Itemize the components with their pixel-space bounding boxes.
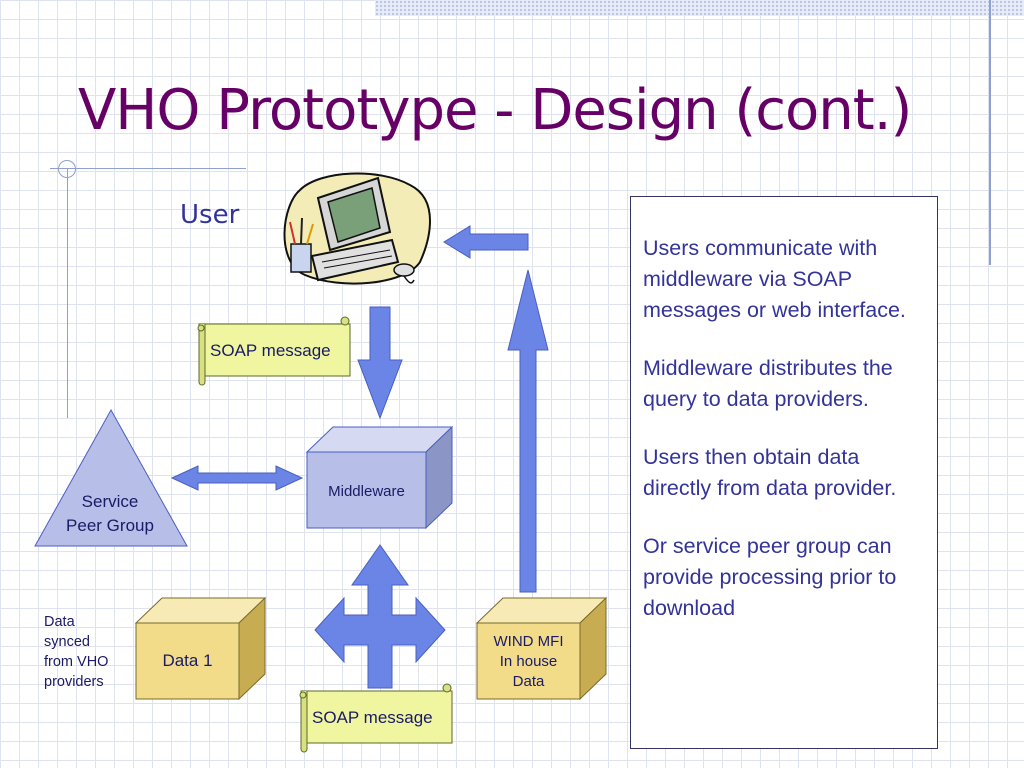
middleware-label: Middleware — [328, 483, 405, 500]
left-horizontal-line — [50, 168, 246, 169]
arrow-left-to-user — [443, 225, 529, 259]
soap-scroll-bottom — [299, 683, 453, 753]
user-label: User — [180, 200, 240, 230]
middleware-cube — [305, 425, 454, 530]
soap-message-bottom-label: SOAP message — [312, 708, 433, 727]
top-decoration-bar — [375, 0, 1024, 16]
synced-line2: synced — [44, 634, 90, 650]
wind-line1: WIND MFI — [493, 633, 564, 650]
computer-icon — [283, 172, 431, 285]
arrow-up-from-wind — [507, 269, 549, 593]
arrow-down-to-middleware — [357, 306, 403, 420]
service-peer-group-triangle — [34, 408, 188, 547]
info-paragraph-2: Middleware distributes the query to data… — [643, 356, 893, 411]
info-text-box: Users communicate with middleware via SO… — [630, 196, 938, 749]
synced-line4: providers — [44, 674, 104, 690]
wind-cube — [475, 596, 608, 701]
synced-line3: from VHO — [44, 654, 109, 670]
service-line1: Service — [81, 492, 139, 511]
double-arrow-horizontal — [170, 465, 304, 491]
slide-title: VHO Prototype - Design (cont.) — [78, 78, 912, 143]
four-way-arrow — [314, 544, 446, 689]
service-line2: Peer Group — [66, 516, 154, 535]
info-paragraph-3: Users then obtain data directly from dat… — [643, 445, 897, 500]
right-vertical-line — [989, 0, 991, 265]
synced-line1: Data — [44, 614, 75, 630]
data-synced-note: Data synced from VHO providers — [44, 612, 108, 692]
left-vertical-line — [67, 168, 68, 418]
info-paragraph-1: Users communicate with middleware via SO… — [643, 236, 906, 322]
circle-decoration — [58, 160, 76, 178]
soap-message-top-label: SOAP message — [210, 341, 331, 360]
data1-cube — [134, 596, 267, 701]
wind-line3: Data — [512, 673, 545, 690]
data1-label: Data 1 — [162, 651, 213, 670]
info-paragraph-4: Or service peer group can provide proces… — [643, 534, 897, 620]
soap-scroll-top — [197, 316, 351, 386]
wind-label: WIND MFI In house Data — [477, 632, 580, 692]
service-peer-group-label: Service Peer Group — [50, 490, 170, 538]
wind-line2: In house — [499, 653, 558, 670]
